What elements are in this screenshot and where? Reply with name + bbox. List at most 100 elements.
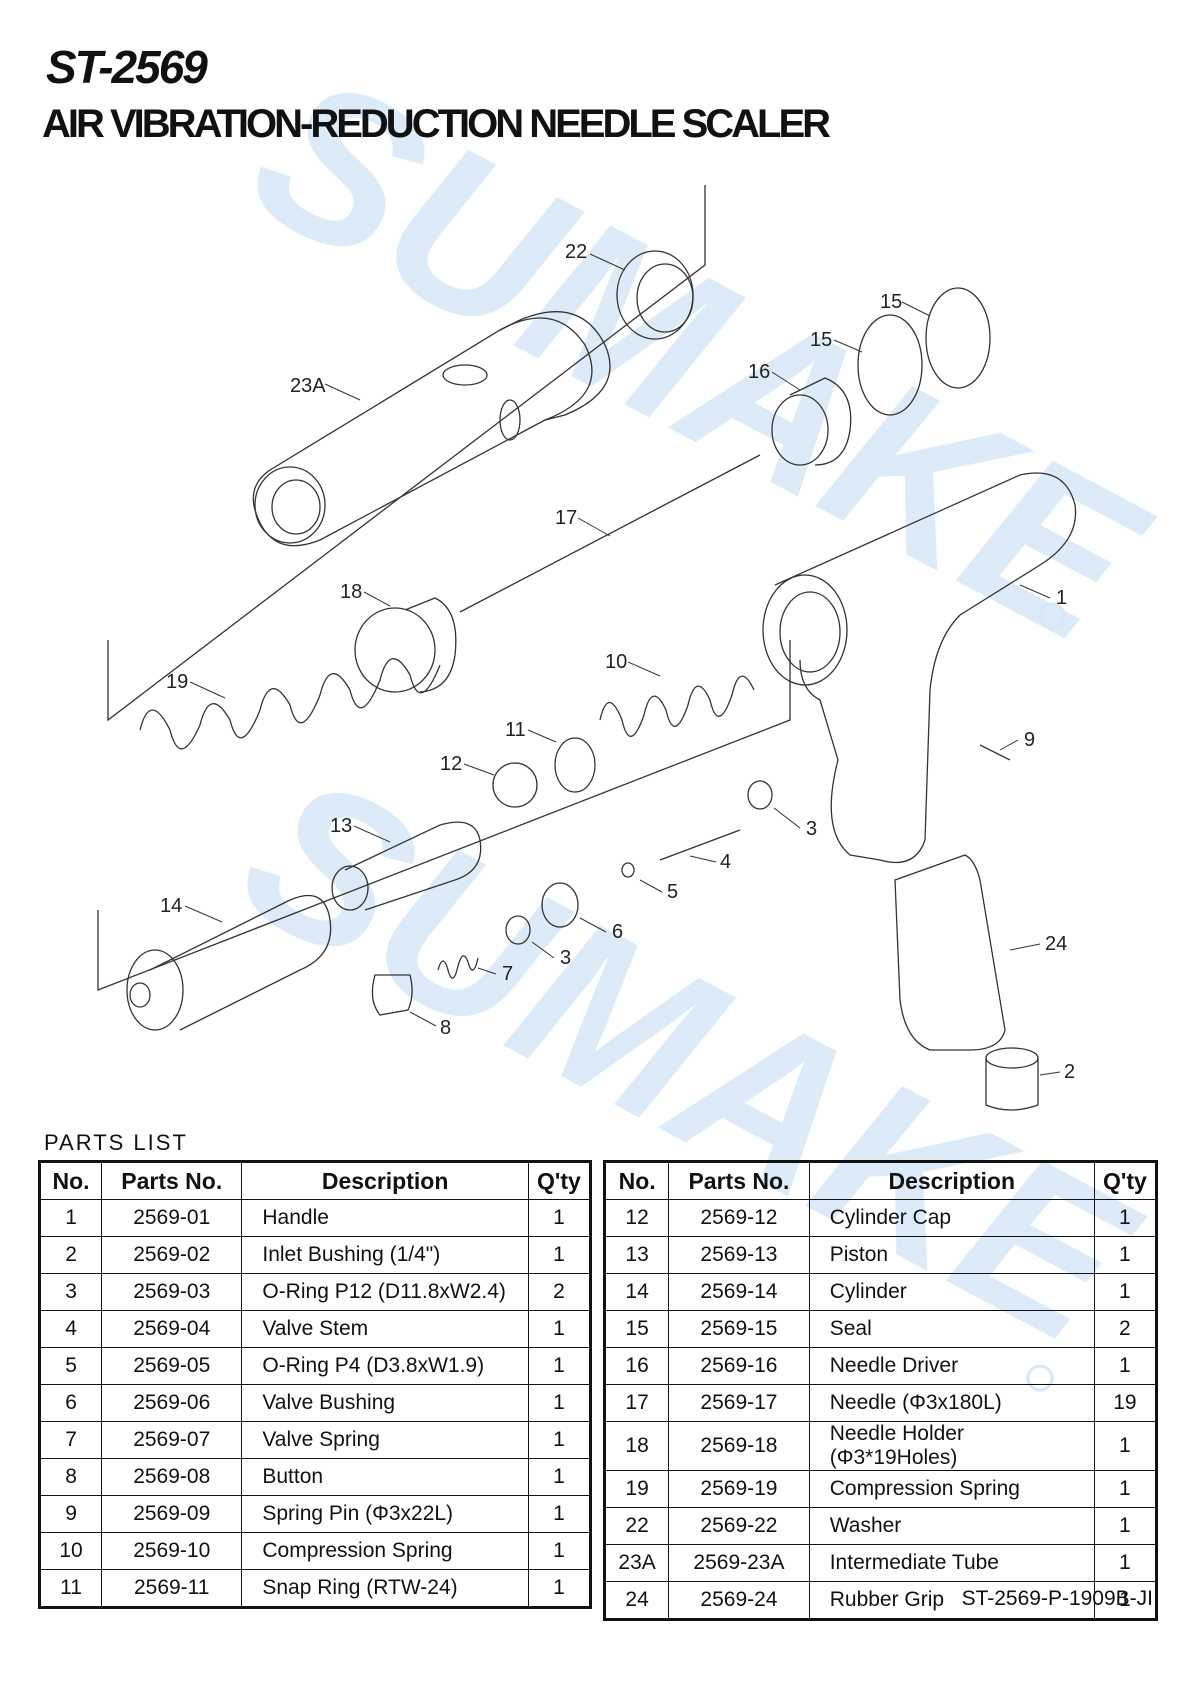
cell-description: Needle Holder (Φ3*19Holes) xyxy=(808,1421,1095,1471)
col-header-parts-no: Parts No. xyxy=(101,1161,243,1200)
callout-14: 14 xyxy=(160,895,182,917)
col-header-no: No. xyxy=(38,1161,103,1200)
cell-description: Seal xyxy=(808,1310,1095,1348)
cell-description: Cylinder Cap xyxy=(808,1199,1095,1237)
part-16-needle-driver xyxy=(771,377,852,466)
cell-qty: 1 xyxy=(1093,1421,1158,1471)
document-code: ST-2569-P-1909B-JI xyxy=(961,1587,1153,1610)
cell-description: Handle xyxy=(241,1199,529,1237)
cell-description: Intermediate Tube xyxy=(808,1544,1095,1582)
cell-qty: 1 xyxy=(527,1310,592,1348)
cell-parts-no: 2569-06 xyxy=(101,1384,243,1422)
callout-6: 6 xyxy=(612,921,623,943)
cell-qty: 1 xyxy=(1093,1470,1158,1508)
cell-description: Snap Ring (RTW-24) xyxy=(241,1569,529,1608)
cell-no: 5 xyxy=(38,1347,103,1385)
cell-qty: 1 xyxy=(527,1569,592,1608)
part-1-handle xyxy=(762,472,1077,864)
cell-qty: 1 xyxy=(527,1347,592,1385)
cell-description: O-Ring P4 (D3.8xW1.9) xyxy=(241,1347,529,1385)
part-2-inlet-bushing xyxy=(985,1047,1039,1111)
cell-description: Washer xyxy=(808,1507,1095,1545)
cell-qty: 1 xyxy=(527,1236,592,1274)
cell-description: Compression Spring xyxy=(808,1470,1095,1508)
col-header-description: Description xyxy=(808,1161,1095,1200)
cell-no: 3 xyxy=(38,1273,103,1311)
cell-no: 23A xyxy=(603,1544,670,1582)
cell-qty: 1 xyxy=(1093,1273,1158,1311)
cell-qty: 1 xyxy=(527,1495,592,1533)
part-23a-intermediate-tube xyxy=(252,311,611,547)
callout-8: 8 xyxy=(440,1017,451,1039)
cell-description: Button xyxy=(241,1458,529,1496)
exploded-view-diagram: 22 23A 15 15 16 17 1 18 19 10 9 11 12 3 … xyxy=(97,185,1077,1111)
part-3-o-ring-b xyxy=(505,915,531,945)
part-18-needle-holder xyxy=(354,597,457,693)
cell-description: Valve Stem xyxy=(241,1310,529,1348)
assembly-frame-upper xyxy=(107,185,706,722)
callout-16: 16 xyxy=(748,361,770,383)
cell-parts-no: 2569-08 xyxy=(101,1458,243,1496)
cell-description: Rubber Grip xyxy=(808,1581,1095,1620)
col-header-qty: Q'ty xyxy=(1093,1161,1158,1200)
callout-5: 5 xyxy=(667,881,678,903)
cell-description: Valve Bushing xyxy=(241,1384,529,1422)
part-14-cylinder xyxy=(126,894,332,1031)
part-24-rubber-grip xyxy=(894,854,1006,1051)
model-number: ST-2569 xyxy=(46,41,208,93)
cell-no: 11 xyxy=(38,1569,103,1608)
col-header-qty: Q'ty xyxy=(527,1161,592,1200)
cell-parts-no: 2569-18 xyxy=(668,1421,810,1471)
cell-description: O-Ring P12 (D11.8xW2.4) xyxy=(241,1273,529,1311)
cell-no: 24 xyxy=(603,1581,670,1620)
cell-parts-no: 2569-05 xyxy=(101,1347,243,1385)
cell-parts-no: 2569-07 xyxy=(101,1421,243,1459)
part-7-valve-spring xyxy=(437,955,479,979)
cell-qty: 1 xyxy=(527,1532,592,1570)
cell-parts-no: 2569-14 xyxy=(668,1273,810,1311)
callout-1: 1 xyxy=(1056,587,1067,609)
cell-description: Valve Spring xyxy=(241,1421,529,1459)
cell-no: 2 xyxy=(38,1236,103,1274)
part-5-o-ring xyxy=(621,862,635,878)
cell-qty: 1 xyxy=(1093,1507,1158,1545)
cell-parts-no: 2569-02 xyxy=(101,1236,243,1274)
cell-parts-no: 2569-10 xyxy=(101,1532,243,1570)
callout-17: 17 xyxy=(555,507,577,529)
cell-no: 9 xyxy=(38,1495,103,1533)
cell-description: Inlet Bushing (1/4") xyxy=(241,1236,529,1274)
cell-qty: 1 xyxy=(1093,1581,1158,1620)
cell-parts-no: 2569-11 xyxy=(101,1569,243,1608)
part-22-washer xyxy=(616,250,694,340)
cell-description: Cylinder xyxy=(808,1273,1095,1311)
cell-description: Needle (Φ3x180L) xyxy=(808,1384,1095,1422)
cell-no: 4 xyxy=(38,1310,103,1348)
cell-parts-no: 2569-01 xyxy=(101,1199,243,1237)
callout-2: 2 xyxy=(1064,1061,1075,1083)
cell-parts-no: 2569-16 xyxy=(668,1347,810,1385)
cell-qty: 1 xyxy=(527,1199,592,1237)
cell-parts-no: 2569-22 xyxy=(668,1507,810,1545)
cell-no: 14 xyxy=(603,1273,670,1311)
cell-no: 19 xyxy=(603,1470,670,1508)
cell-no: 16 xyxy=(603,1347,670,1385)
cell-no: 1 xyxy=(38,1199,103,1237)
cell-no: 13 xyxy=(603,1236,670,1274)
part-3-o-ring-a xyxy=(747,780,773,810)
col-header-no: No. xyxy=(603,1161,670,1200)
cell-parts-no: 2569-04 xyxy=(101,1310,243,1348)
